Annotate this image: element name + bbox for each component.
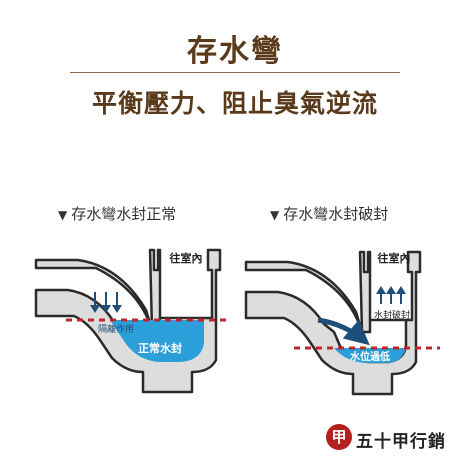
outlet-label: 往室內 [378, 251, 411, 265]
page-title: 存水彎 [187, 34, 283, 69]
curved-arrow-icon [317, 317, 370, 346]
water-seal [110, 320, 204, 362]
logo-name: 五十甲行銷 [356, 432, 446, 452]
outlet-label: 往室內 [170, 251, 203, 265]
triangle-down-icon: ▼ [58, 208, 68, 222]
gap-label: 隔離作用 [98, 323, 134, 335]
water-label: 水位過低 [349, 350, 390, 363]
panel-heading-normal: ▼存水彎水封正常 [58, 205, 177, 223]
arrow-label: 水封破封 [374, 309, 410, 321]
page-subtitle: 平衡壓力、阻止臭氣逆流 [91, 89, 378, 118]
up-arrow-icon [376, 286, 406, 304]
title-divider [70, 72, 400, 73]
down-arrow-icon [90, 292, 122, 313]
triangle-down-icon: ▼ [270, 208, 280, 222]
trap-normal: 往室內 隔離作用 正常水封 [34, 248, 230, 394]
low-water [334, 348, 406, 363]
trap-broken: 往室內 水封破封 水位過低 [244, 250, 440, 396]
logo-seal: 甲 [326, 424, 352, 450]
panel-heading-broken: ▼存水彎水封破封 [270, 205, 389, 223]
water-label: 正常水封 [138, 341, 182, 355]
